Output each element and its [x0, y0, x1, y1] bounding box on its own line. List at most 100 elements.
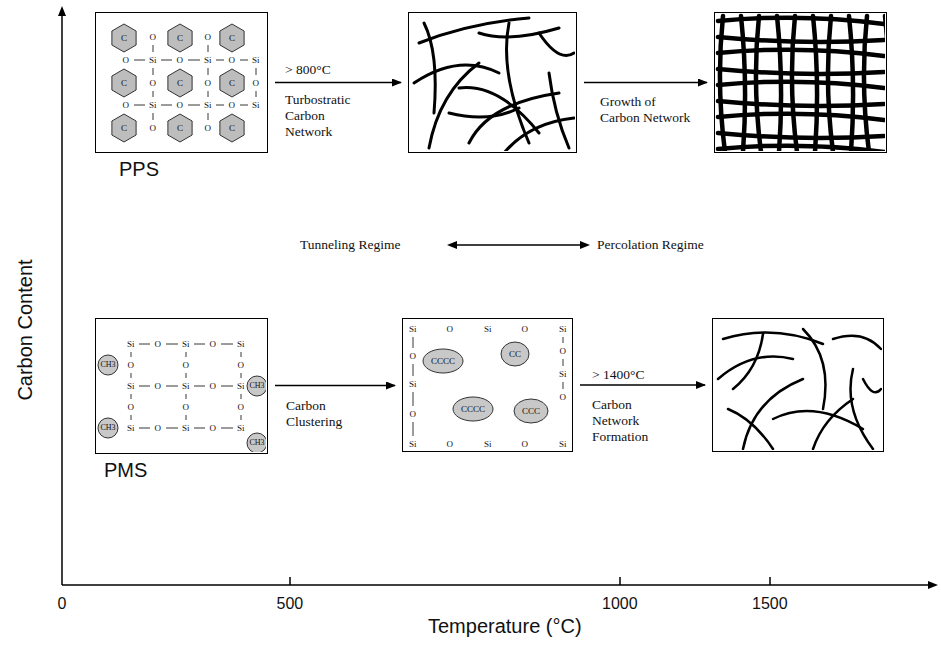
atom-label: CH3: [250, 439, 265, 447]
atom-label: Si: [409, 440, 417, 449]
atom-label: Si: [149, 101, 157, 110]
atom-label: Si: [252, 56, 260, 65]
atom-label: O: [128, 403, 135, 412]
atom-label: O: [205, 124, 212, 133]
atom-label: O: [128, 361, 135, 370]
bond-line: [131, 415, 132, 420]
material-label: PMS: [104, 459, 147, 481]
atom-label: Si: [559, 325, 567, 334]
bond-line: [134, 60, 145, 61]
atom-label: O: [560, 347, 567, 356]
y-axis: [61, 14, 63, 585]
carbon-strand: [792, 16, 797, 151]
bond-line: [153, 113, 154, 120]
carbon-strand: [720, 16, 725, 151]
bond-line: [194, 386, 205, 387]
bond-line: [216, 60, 224, 61]
atom-label: O: [229, 101, 236, 110]
atom-label: Si: [237, 424, 245, 433]
tick-label: 0: [58, 594, 67, 613]
atom-label: O: [447, 325, 454, 334]
atom-label: O: [177, 56, 184, 65]
process-label: Carbon Clustering: [286, 398, 366, 430]
atom-label: C: [121, 79, 127, 88]
atom-label: O: [205, 33, 212, 42]
structure-box: PMSSiSiSiSiSiSiSiSiSiOOOOOOOOOOOOCH3CH3C…: [95, 318, 268, 454]
tick: [769, 577, 771, 585]
bond-line: [139, 344, 150, 345]
atom-label: Si: [182, 424, 190, 433]
atom-label: Si: [182, 340, 190, 349]
atom-label: O: [210, 424, 217, 433]
process-label: > 1400°C: [592, 367, 644, 383]
bond-line: [131, 373, 132, 378]
carbon-strand: [813, 399, 853, 449]
bond-line: [134, 105, 145, 106]
benzene-ring: [112, 24, 136, 52]
bond-line: [166, 428, 178, 429]
benzene-ring: [220, 69, 244, 97]
carbon-strand: [419, 18, 529, 43]
bond-line: [186, 415, 187, 420]
benzene-ring: [168, 69, 192, 97]
axis-title: Carbon Content: [12, 259, 36, 400]
carbon-strand: [539, 33, 574, 56]
arrowhead: [447, 241, 457, 249]
atom-label: O: [155, 382, 162, 391]
atom-label: Si: [559, 440, 567, 449]
bond-line: [216, 105, 224, 106]
atom-label: C: [229, 124, 235, 133]
methyl-group: [98, 418, 118, 438]
atom-label: O: [183, 361, 190, 370]
carbon-cluster: [423, 349, 463, 373]
bond-line: [563, 337, 564, 343]
bond-line: [166, 344, 178, 345]
benzene-ring: [220, 114, 244, 142]
arrowhead: [580, 241, 590, 249]
material-label: PPS: [119, 158, 159, 180]
bond-line: [194, 344, 205, 345]
atom-label: O: [410, 352, 417, 361]
carbon-strand: [504, 118, 574, 151]
bond-line: [166, 386, 178, 387]
atom-label: Si: [127, 340, 135, 349]
atom-label: O: [560, 393, 567, 402]
atom-label: Si: [204, 56, 212, 65]
tick: [619, 577, 621, 585]
bond-line: [241, 415, 242, 420]
atom-label: O: [229, 56, 236, 65]
bond-line: [240, 60, 248, 61]
atom-label: Si: [127, 382, 135, 391]
methyl-group: [247, 376, 266, 396]
atom-label: C: [121, 124, 127, 133]
carbon-strand: [733, 334, 763, 389]
carbon-strand: [459, 88, 539, 133]
atom-label: C: [229, 79, 235, 88]
structure-art: [403, 319, 571, 450]
atom-label: O: [150, 33, 157, 42]
carbon-strand: [507, 23, 530, 143]
atom-label: Si: [127, 424, 135, 433]
process-arrow: [580, 384, 705, 386]
atom-label: O: [238, 361, 245, 370]
bond-line: [241, 394, 242, 399]
carbon-strand: [728, 409, 773, 449]
methyl-group: [247, 433, 266, 452]
bond-line: [413, 364, 414, 376]
axis-arrowhead: [928, 581, 938, 589]
carbon-strand: [828, 16, 833, 151]
atom-label: O: [150, 124, 157, 133]
atom-label: C: [177, 79, 183, 88]
bond-line: [241, 352, 242, 357]
atom-label: Si: [409, 325, 417, 334]
atom-label: O: [155, 340, 162, 349]
carbon-strand: [424, 23, 435, 113]
atom-label: Si: [182, 382, 190, 391]
atom-label: O: [253, 79, 260, 88]
bond-line: [194, 428, 205, 429]
carbon-strand: [813, 16, 817, 151]
bond-line: [221, 386, 233, 387]
process-label: Turbostratic Carbon Network: [285, 92, 365, 141]
